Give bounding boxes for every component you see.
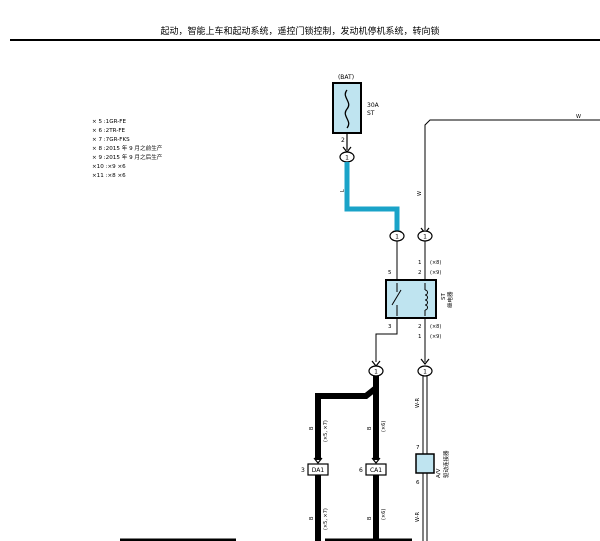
note-line: × 7 :7GR-FKS xyxy=(92,137,130,143)
wire-wr-label: W-R xyxy=(415,397,421,408)
wire-b-label: B xyxy=(309,426,315,430)
wire-w-top xyxy=(424,119,600,230)
wire-mark: (×6) xyxy=(381,509,387,520)
relay-body xyxy=(385,279,437,319)
fuse-icon xyxy=(344,89,350,129)
wire-l-label: L xyxy=(340,189,346,192)
connector-da1-name: DA1 xyxy=(312,467,325,474)
arrow-icon xyxy=(420,358,430,365)
fuse-rating: 30A xyxy=(367,102,380,109)
wire-mark: (×5, ×7) xyxy=(323,420,329,442)
wire-wr-label: W-R xyxy=(415,511,421,522)
junction-j1-label: 1 xyxy=(345,155,349,162)
relay-mark-x9: (×9) xyxy=(430,334,441,340)
relay-switch-icon xyxy=(391,289,402,306)
wire-b-label: B xyxy=(367,426,373,430)
junction-j5 xyxy=(417,365,433,377)
relay-pin-label: 3 xyxy=(388,324,392,330)
resistor-desc: 驱动连接器 xyxy=(442,450,450,478)
resistor-pin-top: 7 xyxy=(416,445,420,451)
relay-pin-label: 5 xyxy=(388,270,392,276)
wire-mark: (×6) xyxy=(381,421,387,432)
note-line: ×11 :×8 ×6 xyxy=(92,173,126,179)
note-line: × 6 :2TR-FE xyxy=(92,128,126,134)
wire-w-label: W xyxy=(417,191,423,196)
junction-j3-label: 1 xyxy=(423,234,427,241)
wire-segment xyxy=(375,318,398,362)
arrow-icon xyxy=(371,457,381,464)
resistor-pin-bottom: 6 xyxy=(416,480,420,486)
connector-ca1-name: CA1 xyxy=(370,467,382,474)
relay-pin-label: 2 xyxy=(418,324,422,330)
relay-mark-x8: (×8) xyxy=(430,324,441,330)
fuse-name: ST xyxy=(367,110,375,117)
wire-b-label: B xyxy=(309,516,315,520)
junction-j5-label: 1 xyxy=(423,369,427,376)
relay-mark-x9: (×9) xyxy=(430,270,441,276)
wire-w-top-label: W xyxy=(576,114,581,120)
relay-mark-x8: (×8) xyxy=(430,260,441,266)
relay-pin-label: 2 xyxy=(418,270,422,276)
relay-desc: 继电器 xyxy=(446,291,454,308)
fuse-pin: 2 xyxy=(341,137,345,144)
note-line: × 5 :1GR-FE xyxy=(92,119,127,125)
connector-ca1-pin: 6 xyxy=(359,467,363,474)
fuse-source-label: (BAT) xyxy=(338,74,354,81)
arrow-icon xyxy=(313,457,323,464)
relay-coil-icon xyxy=(424,289,428,311)
note-line: × 9 :2015 年 9 月之后生产 xyxy=(92,155,163,161)
relay-pin-label: 1 xyxy=(418,260,422,266)
junction-j2-label: 1 xyxy=(395,234,399,241)
note-line: × 8 :2015 年 9 月之前生产 xyxy=(92,146,163,152)
connector-da1-pin: 3 xyxy=(301,467,305,474)
junction-j4-label: 1 xyxy=(374,369,378,376)
notes-legend: × 5 :1GR-FE × 6 :2TR-FE × 7 :7GR-FKS × 8… xyxy=(92,118,162,181)
page-title: 起动，智能上车和起动系统，遥控门锁控制，发动机停机系统，转向锁 xyxy=(160,27,440,37)
wire-b-left xyxy=(315,376,379,460)
title-rule xyxy=(10,39,600,41)
resistor-name: A/V xyxy=(436,468,442,478)
relay-pin-label: 1 xyxy=(418,334,422,340)
wire-b-label: B xyxy=(367,516,373,520)
note-line: ×10 :×9 ×6 xyxy=(92,164,126,170)
resistor-body xyxy=(415,453,435,474)
relay-name: ST xyxy=(441,293,447,300)
wire-l-blue xyxy=(344,162,400,234)
wire-mark: (×5, ×7) xyxy=(323,508,329,530)
